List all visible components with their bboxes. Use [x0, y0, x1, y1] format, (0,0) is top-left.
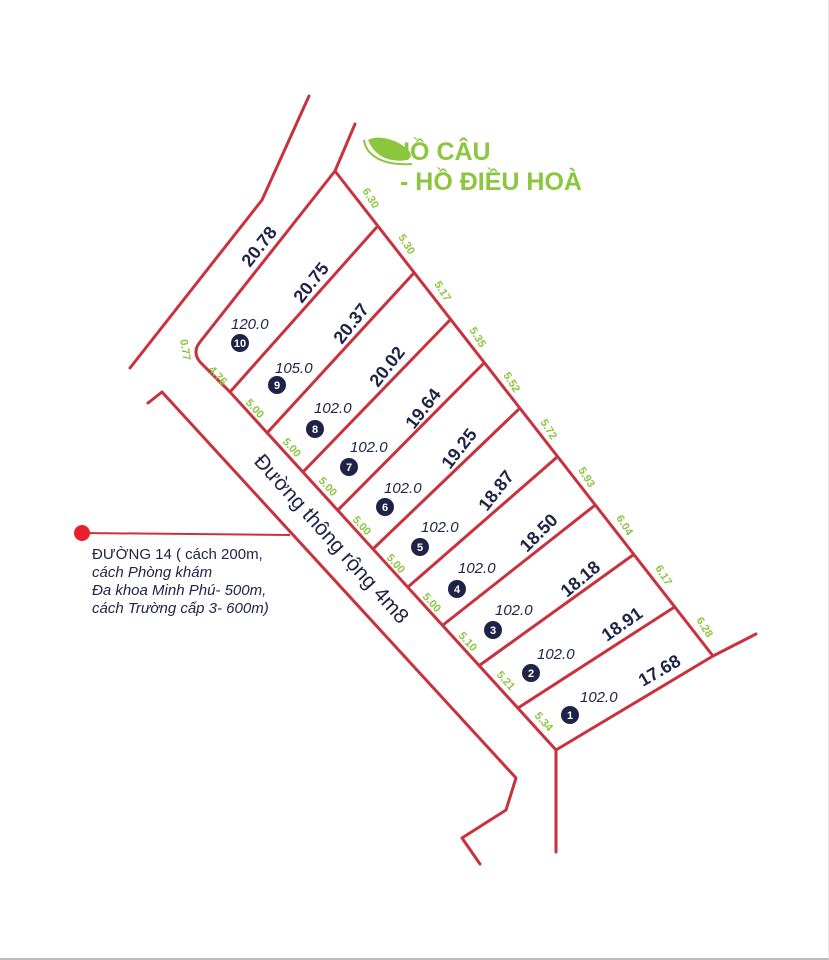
divider-3-2 [478, 553, 635, 667]
front-line [228, 390, 558, 752]
corner-dim-left: 0.77 [177, 338, 193, 361]
lots-5-number: 6 [382, 502, 388, 514]
lot-number-9: 9 [268, 376, 286, 394]
lot-number-10: 10 [231, 334, 249, 352]
divider-5-4 [406, 456, 558, 589]
lots-0-number: 1 [567, 710, 573, 722]
lot-number-4: 4 [448, 580, 466, 598]
boundary-line [363, 139, 413, 166]
lot-number-7: 7 [340, 458, 358, 476]
lots-9-number: 10 [234, 338, 246, 350]
title-line1: HỒ CÂU [392, 138, 491, 166]
divider-4-3 [441, 504, 596, 627]
lots-4-number: 5 [417, 542, 423, 554]
annotation-line2: cách Phòng khám [92, 564, 213, 581]
leaf-logo-icon [363, 137, 413, 166]
lots-6-area: 102.0 [350, 439, 388, 456]
lots-7-area: 102.0 [314, 400, 352, 417]
road-outer-line [146, 390, 518, 866]
annotation-pointer-line [81, 532, 291, 536]
lot-number-8: 8 [306, 420, 324, 438]
divider-2-1 [516, 606, 675, 710]
divider-10-9 [228, 226, 378, 394]
lots-1-area: 102.0 [537, 646, 575, 663]
lots-9-area: 120.0 [231, 316, 269, 333]
outer-boundary-line [128, 94, 311, 370]
title-line2: - HỒ ĐIỀU HOÀ [400, 168, 582, 196]
divider-6-5 [371, 408, 520, 551]
lots-2-number: 3 [490, 625, 496, 637]
lots-8-area: 105.0 [275, 360, 313, 377]
lots-3-area: 102.0 [458, 560, 496, 577]
annotation-line1: ĐƯỜNG 14 ( cách 200m, [92, 546, 263, 563]
lots-6-front: 5.00 [316, 475, 339, 499]
lots-0-front: 5.34 [532, 710, 556, 735]
lot10-left-side [194, 169, 337, 394]
divider-9-8 [265, 272, 415, 435]
lot-number-1: 1 [561, 706, 579, 724]
lots-0-area: 102.0 [580, 689, 618, 706]
back-line [333, 169, 715, 658]
lots-4-length: 18.87 [474, 467, 517, 515]
divider-7-6 [336, 362, 485, 512]
lots-4-back: 5.72 [537, 417, 559, 442]
lots-4-area: 102.0 [421, 519, 459, 536]
lot-number-2: 2 [522, 664, 540, 682]
road-label: Đường thông rộng 4m8 [249, 450, 413, 628]
annotation-line4: cách Trường cấp 3- 600m) [92, 600, 269, 617]
lots-3-number: 4 [454, 584, 461, 596]
lot-number-6: 6 [376, 498, 394, 516]
location-marker-icon [74, 525, 90, 541]
lots-1-length: 18.91 [598, 603, 646, 645]
lots-1-number: 2 [528, 668, 534, 680]
lot1-bottom-line [554, 632, 758, 752]
divider-8-7 [301, 319, 451, 474]
annotation-line3: Đa khoa Minh Phú- 500m, [92, 582, 267, 599]
lots-0-length: 17.68 [635, 651, 684, 691]
lots-6-number: 7 [346, 462, 352, 474]
lots-2-area: 102.0 [495, 602, 533, 619]
lots-8-number: 9 [274, 380, 280, 392]
lot-number-3: 3 [484, 621, 502, 639]
inner-top-line [333, 122, 357, 173]
lots-5-area: 102.0 [384, 480, 422, 497]
boundary-line [368, 137, 411, 161]
lots-7-number: 8 [312, 424, 318, 436]
lots-7-front: 5.00 [280, 436, 303, 460]
lot-number-5: 5 [411, 538, 429, 556]
lots-1-front: 5.21 [494, 669, 517, 693]
lots-5-back: 5.52 [500, 370, 522, 395]
lots-9-front: 4.76 [206, 364, 229, 388]
location-annotation: ĐƯỜNG 14 ( cách 200m, cách Phòng khám Đa… [92, 546, 269, 618]
